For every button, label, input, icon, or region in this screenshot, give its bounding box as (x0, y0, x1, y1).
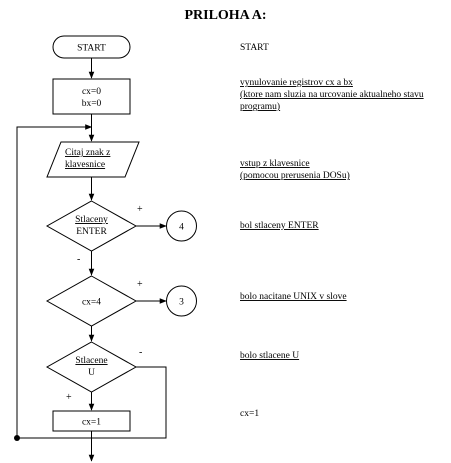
dec3-label-1: Stlacene (75, 356, 107, 366)
read-label-1: Citaj znak z (65, 148, 110, 158)
comment-init-3: programu) (240, 101, 280, 112)
comment-u: bolo stlacene U (240, 351, 299, 361)
comment-enter: bol stlaceny ENTER (240, 221, 319, 231)
dec3-label-2: U (88, 368, 95, 378)
dec1-no-label: - (77, 254, 80, 265)
dec2-label: cx=4 (82, 298, 101, 308)
dec1-label-1: Stlaceny (75, 215, 108, 225)
comment-read-1: vstup z klavesnice (240, 159, 310, 169)
start-label: START (77, 44, 106, 54)
comment-unix: bolo nacitane UNIX v slove (240, 292, 347, 302)
comment-init-2: (ktore nam sluzia na urcovanie aktualneh… (240, 89, 424, 100)
init-label-2: bx=0 (82, 99, 102, 109)
connector-3-label: 3 (179, 298, 184, 308)
init-box (52, 78, 131, 115)
init-label-1: cx=0 (82, 87, 101, 97)
comment-cx: cx=1 (240, 409, 259, 419)
read-label-2: klavesnice (65, 160, 105, 170)
dec3-yes-label: + (66, 392, 72, 403)
dec1-label-2: ENTER (76, 227, 107, 237)
comment-init-1: vynulovanie registrov cx a bx (240, 78, 353, 88)
connector-4-label: 4 (179, 223, 184, 233)
dec2-yes-label: + (137, 279, 143, 290)
decision-u (45, 341, 138, 393)
set-cx-label: cx=1 (82, 418, 101, 428)
connector-4 (166, 210, 197, 242)
decision-enter (45, 200, 138, 252)
dec3-no-label: - (139, 347, 142, 358)
dec1-yes-label: + (137, 204, 143, 215)
loop-back-line (16, 124, 93, 438)
read-input-parallelogram (46, 141, 140, 178)
comment-read-2: (pomocou prerusenia DOSu) (240, 170, 350, 181)
page-title: PRILOHA A: (184, 8, 267, 23)
comment-start: START (240, 43, 269, 53)
connector-3 (166, 285, 197, 317)
